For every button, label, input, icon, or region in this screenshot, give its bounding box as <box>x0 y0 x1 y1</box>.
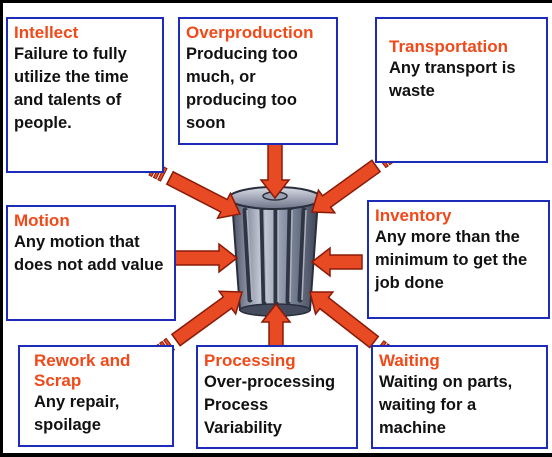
trash-can-icon <box>228 186 322 317</box>
waste-card-waiting: Waiting Waiting on parts, waiting for a … <box>371 345 548 449</box>
waste-title-motion: Motion <box>14 211 70 230</box>
waste-desc-inventory: Any more than the minimum to get the job… <box>375 228 528 292</box>
waste-title-inventory: Inventory <box>375 206 452 225</box>
waste-title-transportation: Transportation <box>389 37 509 56</box>
waste-card-rework-scrap: Rework and Scrap Any repair, spoilage <box>18 345 174 447</box>
waste-desc-motion: Any motion that does not add value <box>14 233 164 274</box>
waste-card-transportation: Transportation Any transport is waste <box>375 17 548 163</box>
waste-title-processing: Processing <box>204 351 296 370</box>
waste-card-motion: Motion Any motion that does not add valu… <box>6 205 176 321</box>
waste-card-overproduction: Overproduction Producing too much, or pr… <box>178 17 338 145</box>
waste-title-intellect: Intellect <box>14 23 79 42</box>
waste-desc-waiting: Waiting on parts, waiting for a machine <box>379 373 513 437</box>
waste-desc-overproduction: Producing too much, or producing too soo… <box>186 45 298 132</box>
waste-title-waiting: Waiting <box>379 351 440 370</box>
waste-desc-rework-scrap: Any repair, spoilage <box>34 393 120 434</box>
waste-desc-transportation: Any transport is waste <box>389 59 516 100</box>
waste-desc-processing: Over-processing Process Variability <box>204 373 336 437</box>
waste-title-rework-scrap: Rework and Scrap <box>34 351 131 390</box>
waste-card-processing: Processing Over-processing Process Varia… <box>196 345 358 449</box>
waste-title-overproduction: Overproduction <box>186 23 314 42</box>
waste-desc-intellect: Failure to fully utilize the time and ta… <box>14 45 129 132</box>
waste-card-intellect: Intellect Failure to fully utilize the t… <box>6 17 164 173</box>
waste-card-inventory: Inventory Any more than the minimum to g… <box>367 200 550 319</box>
